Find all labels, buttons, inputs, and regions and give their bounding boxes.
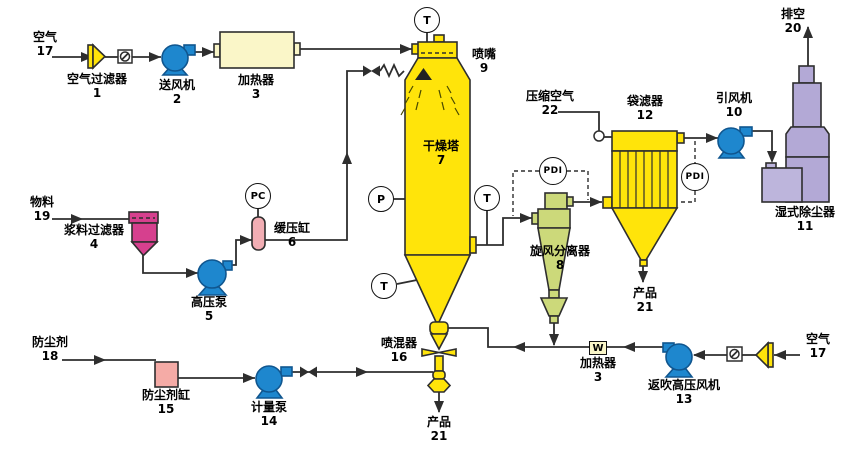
pipe-flex-hose [379, 62, 405, 79]
dash-pdi1-left-tap [512, 170, 539, 216]
pipe-compressed-air [558, 111, 600, 131]
dash-pdi2-bottom-tap [681, 191, 696, 203]
instrument-pdi-right: PDI [681, 163, 709, 191]
pipe-return-air-to-mixer [448, 327, 589, 348]
slurry-filter-4 [128, 211, 159, 256]
flow-arrow [767, 151, 777, 163]
pipe-tower-to-cyclone [476, 217, 532, 246]
blower-2 [161, 44, 196, 76]
instrument-t-low: T [371, 273, 397, 299]
flow-arrow [590, 197, 602, 207]
flow-arrow [240, 235, 252, 245]
drying-tower-7 [400, 34, 477, 323]
flow-arrow [623, 342, 635, 352]
instrument-pdi-left: PDI [539, 157, 567, 185]
flow-arrow [243, 373, 255, 383]
flow-arrow [342, 152, 352, 164]
instrument-w-heater: W [589, 341, 607, 355]
bag-filter-12 [602, 130, 685, 267]
valve-dust-agent [300, 366, 317, 378]
bag-filter-fins [619, 151, 669, 208]
instrument-t-mid: T [474, 185, 500, 211]
pipe-t-low-tap [396, 279, 418, 285]
spray-mixer-16 [421, 321, 457, 393]
heater-3 [213, 31, 301, 69]
dash-pdi1-right-tap [567, 170, 589, 200]
valve-slurry-feed [363, 65, 380, 77]
nozzle-icon [415, 68, 432, 80]
damper-icon [117, 49, 133, 64]
flow-arrow [706, 133, 718, 143]
metering-pump-14 [255, 365, 293, 399]
flow-arrow [638, 271, 648, 283]
flow-arrow [202, 47, 214, 57]
damper-icon [726, 346, 743, 362]
flow-arrow [513, 342, 525, 352]
valve-half [371, 65, 380, 77]
id-fan-10 [717, 126, 753, 159]
valve-half [308, 366, 317, 378]
flow-arrow [400, 44, 412, 54]
compressed-air-junction [593, 130, 605, 142]
pipe-fan10-to-scrubber [752, 130, 773, 152]
flow-arrow [186, 268, 198, 278]
valve-half [300, 366, 309, 378]
flow-arrow [549, 334, 559, 346]
air-filter-1 [87, 43, 107, 70]
hp-pump-5 [197, 259, 233, 296]
spray-pattern [400, 85, 460, 116]
wet-scrubber-11 [761, 65, 830, 203]
instrument-pc: PC [245, 183, 271, 209]
flow-arrow [94, 355, 106, 365]
blowback-fan-13 [662, 342, 694, 378]
instrument-p: P [368, 186, 394, 212]
dust-agent-tank-15 [154, 361, 179, 388]
buffer-cylinder-6 [251, 216, 266, 251]
instrument-t-top: T [414, 7, 440, 33]
flow-arrow [774, 350, 786, 360]
flow-arrow [520, 213, 532, 223]
flow-arrow [693, 350, 705, 360]
cyclone-8 [531, 192, 574, 324]
flow-arrow [149, 52, 161, 62]
flow-arrow [434, 401, 444, 413]
flow-arrow [356, 367, 368, 377]
valve-half [363, 65, 372, 77]
pipe-filter4-to-pump5 [142, 255, 198, 274]
air-filter-bottom [754, 341, 774, 369]
